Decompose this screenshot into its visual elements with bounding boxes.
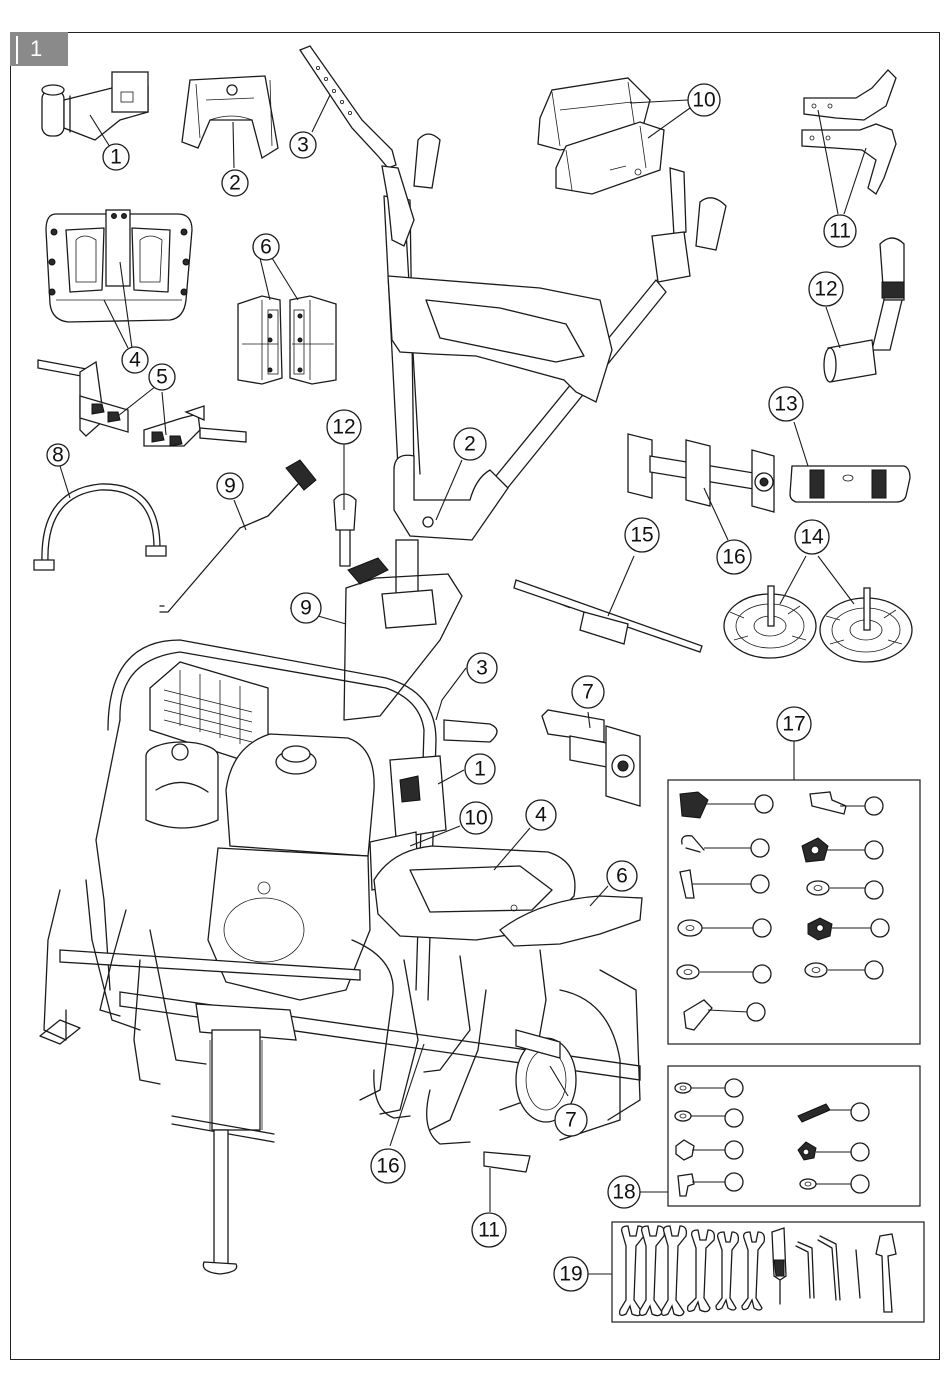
callout-text: 1: [110, 146, 122, 169]
callout-7-top: 7: [572, 676, 604, 708]
part-6-side-panels-drawing: [238, 296, 336, 384]
callout-16-top: 16: [717, 540, 751, 574]
callout-text: 7: [565, 1109, 577, 1132]
kit-18-items: [675, 1079, 869, 1196]
callout-text: 4: [129, 349, 141, 372]
callout-text: 3: [476, 657, 488, 680]
part-4-mudguard-drawing: [46, 210, 192, 322]
callout-12-main: 12: [327, 410, 361, 444]
callout-3-main: 3: [467, 653, 497, 683]
part-11-tines-drawing: [802, 70, 896, 194]
callout-6-top: 6: [253, 234, 279, 260]
part-5-brackets-drawing: [38, 360, 246, 446]
callout-text: 1: [474, 758, 486, 781]
callout-7-main: 7: [555, 1104, 587, 1136]
part-7-shaft-drawing: [542, 710, 640, 806]
callout-17: 17: [777, 707, 811, 741]
callout-8: 8: [47, 444, 69, 467]
kit-17-items: [677, 792, 889, 1030]
callout-text: 18: [612, 1181, 635, 1204]
callout-14: 14: [795, 520, 829, 554]
kit-19-tools: [620, 1226, 896, 1316]
part-16-axle-drawing: [628, 434, 774, 512]
callout-15: 15: [625, 518, 659, 552]
callout-text: 2: [229, 172, 241, 195]
callout-10-main: 10: [460, 802, 492, 834]
callout-text: 3: [297, 134, 309, 157]
callout-text: 17: [782, 713, 805, 736]
callout-text: 15: [630, 524, 653, 547]
callout-text: 9: [224, 475, 236, 498]
callout-text: 19: [559, 1263, 582, 1286]
part-13-plate-drawing: [790, 466, 910, 502]
callout-text: 9: [300, 597, 312, 620]
callout-text: 12: [332, 416, 355, 439]
callout-text: 14: [800, 526, 824, 549]
hardware-kit-18-box: [668, 1066, 920, 1206]
part-2-cover-drawing: [182, 76, 278, 158]
callout-text: 10: [464, 807, 487, 830]
part-1-hinge-bracket-drawing: [42, 72, 148, 140]
callout-text: 7: [582, 681, 594, 704]
callout-6-main: 6: [607, 861, 637, 891]
part-10-covers-drawing: [538, 78, 664, 194]
callout-text: 6: [260, 236, 272, 259]
callout-1-main: 1: [465, 754, 495, 784]
callout-text: 10: [692, 89, 715, 112]
callout-11-main: 11: [472, 1213, 506, 1247]
callout-text: 11: [478, 1219, 500, 1242]
callout-1-top: 1: [103, 144, 129, 170]
callout-4-top: 4: [122, 347, 148, 373]
callout-text: 5: [156, 366, 168, 389]
part-8-arch-drawing: [34, 484, 166, 570]
callout-text: 8: [52, 444, 64, 467]
callout-text: 16: [376, 1155, 399, 1178]
callout-9-main: 9: [291, 593, 321, 623]
callout-9-top: 9: [217, 473, 243, 499]
callout-text: 13: [774, 393, 797, 416]
callout-10-top: 10: [688, 84, 720, 116]
callout-13: 13: [769, 387, 803, 421]
callout-text: 12: [814, 278, 837, 301]
callout-11-top: 11: [824, 215, 856, 247]
callout-2-main: 2: [454, 428, 486, 460]
callout-2-top: 2: [222, 170, 248, 196]
callout-text: 11: [829, 220, 851, 243]
callout-text: 16: [722, 546, 745, 569]
part-14-wheels-drawing: [724, 586, 912, 662]
callout-18: 18: [608, 1176, 640, 1208]
part-12-handle-drawing: [824, 238, 904, 382]
callout-16-main: 16: [371, 1149, 405, 1183]
callout-3-top: 3: [290, 132, 316, 158]
callout-5: 5: [149, 364, 175, 390]
callout-4-main: 4: [526, 800, 556, 830]
callout-12-top: 12: [809, 272, 843, 306]
callout-text: 6: [616, 865, 628, 888]
callout-text: 2: [464, 433, 476, 456]
callout-19: 19: [554, 1257, 588, 1291]
callout-text: 4: [535, 804, 547, 827]
